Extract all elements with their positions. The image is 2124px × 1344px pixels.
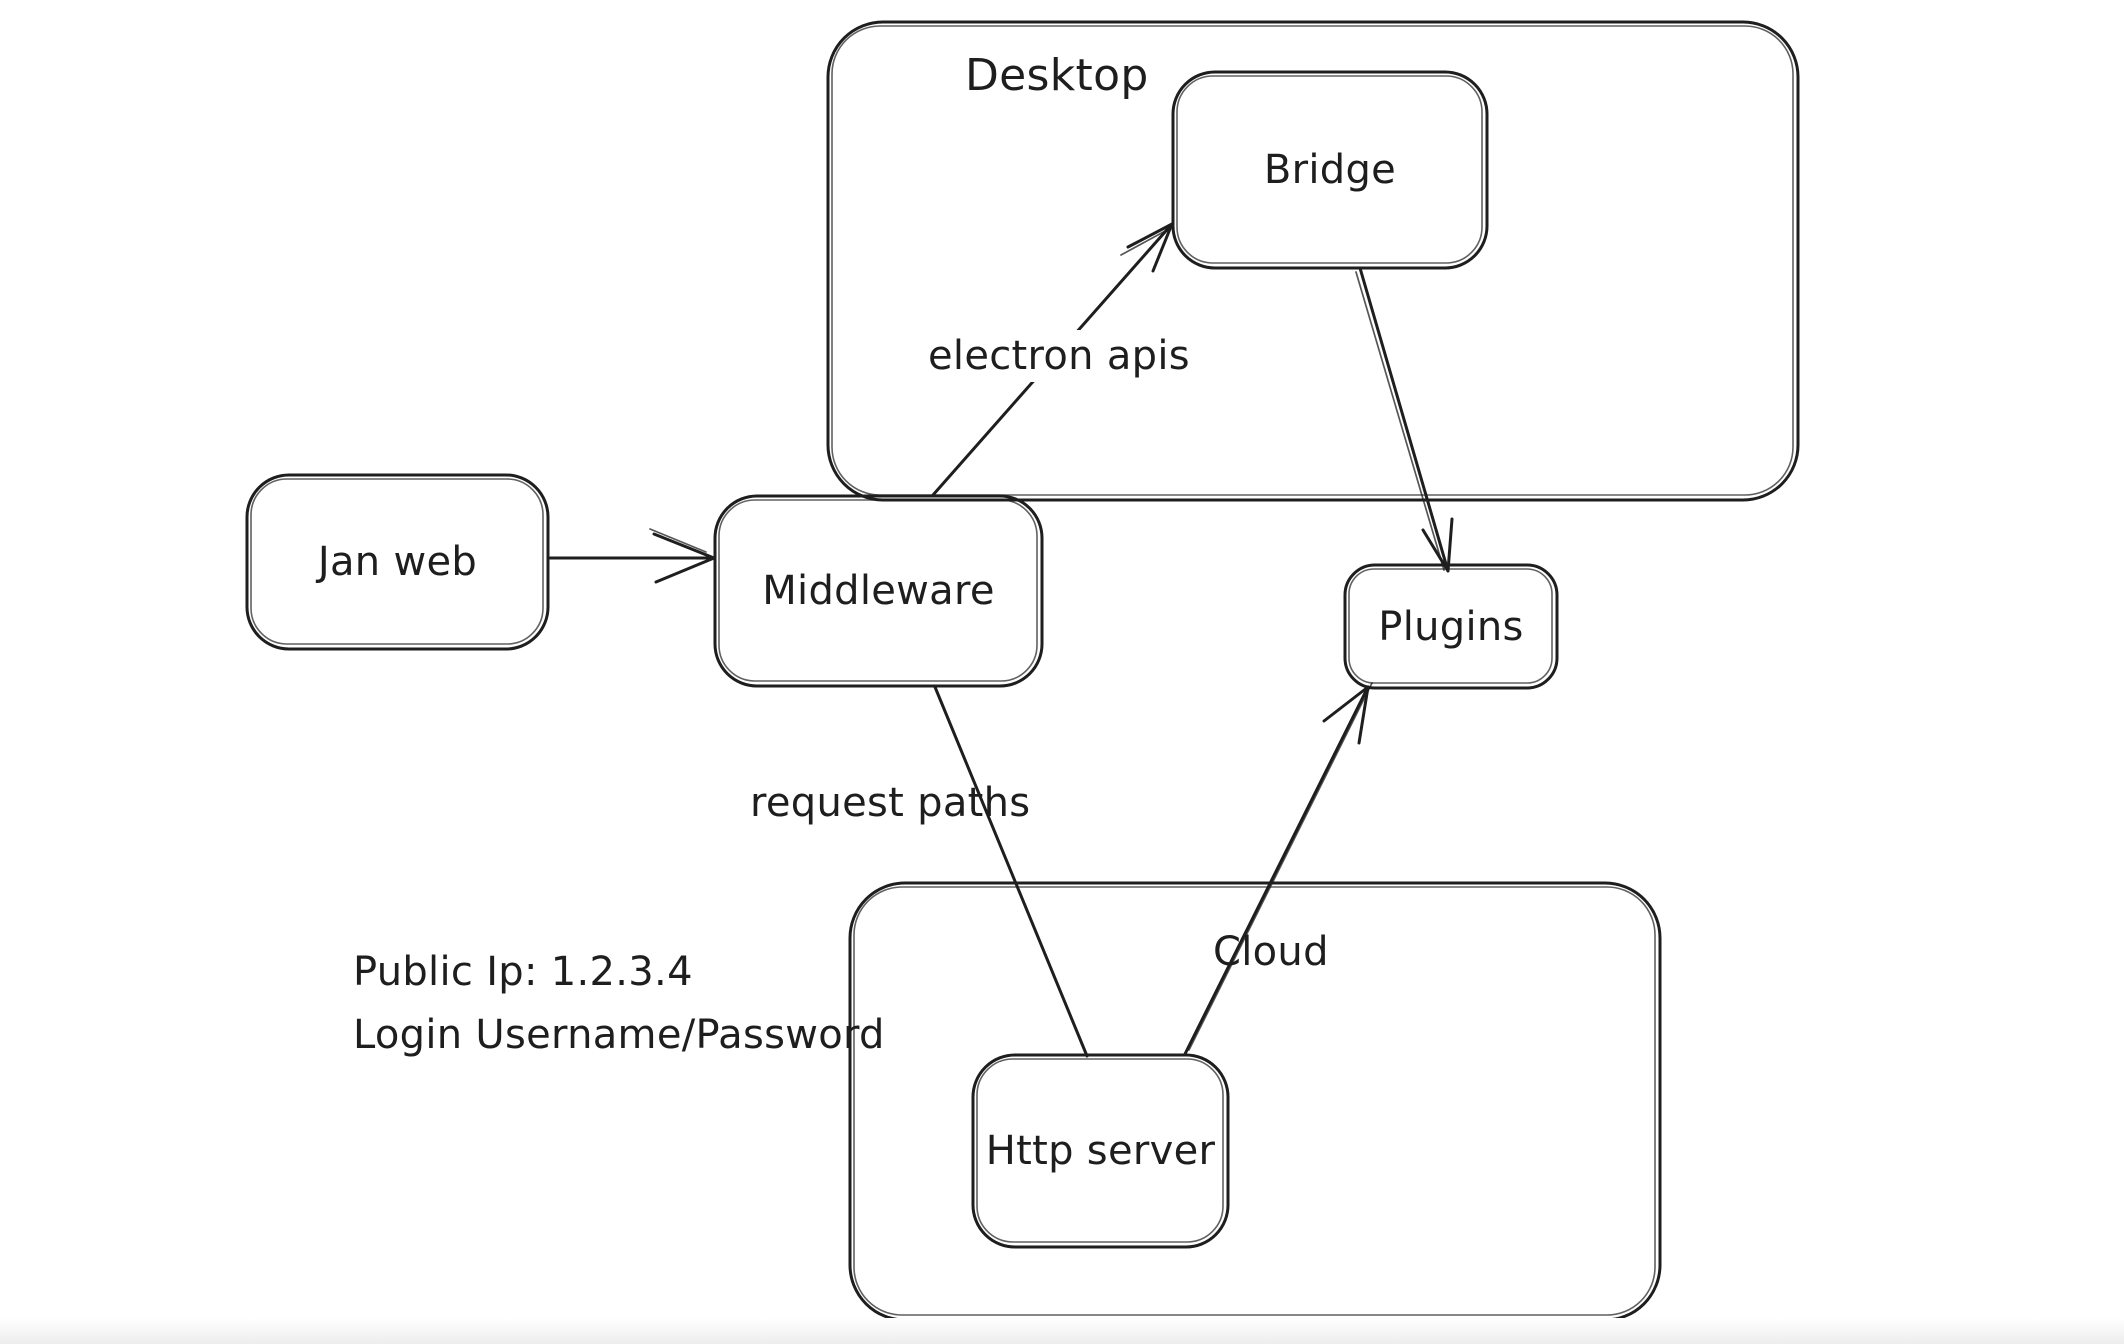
jan-web-node-label: Jan web	[317, 539, 478, 585]
plugins-node-shape	[1343, 563, 1559, 690]
jan-web-node-shape	[245, 473, 550, 651]
electron-apis-edge-label: electron apis	[918, 330, 1200, 382]
edge-middleware-to-bridge-sketch	[1120, 229, 1168, 256]
cloud-container-label: Cloud	[1213, 929, 1329, 975]
middleware-node-label: Middleware	[762, 568, 995, 614]
http-server-node-outline	[971, 1053, 1230, 1249]
bridge-node-outline-sketch	[1176, 75, 1483, 264]
bottom-fade	[0, 1318, 2124, 1344]
bridge-node-shape	[1171, 70, 1489, 270]
plugins-node-outline	[1343, 563, 1559, 690]
request-paths-edge-label: request paths	[750, 780, 1031, 826]
middleware-node-outline	[713, 494, 1044, 688]
http-server-node-label: Http server	[985, 1128, 1216, 1174]
cloud-container-outline-sketch	[853, 886, 1656, 1316]
plugins-node-label: Plugins	[1378, 603, 1524, 650]
edge-middleware-to-http-server	[933, 685, 1089, 1058]
middleware-node-outline-sketch	[718, 499, 1038, 682]
edge-jan-web-to-middleware	[546, 528, 716, 584]
http-server-node-outline-sketch	[976, 1058, 1224, 1243]
desktop-container-outline	[826, 20, 1800, 502]
login-annotation: Login Username/Password	[353, 1012, 885, 1058]
edge-bridge-to-plugins-sketch	[1355, 271, 1445, 571]
public-ip-annotation: Public Ip: 1.2.3.4	[353, 949, 693, 995]
http-server-node-shape	[971, 1053, 1230, 1249]
bridge-node-label: Bridge	[1263, 147, 1397, 193]
bridge-node-outline	[1171, 70, 1489, 270]
edge-middleware-to-http-server-line	[933, 685, 1089, 1058]
plugins-node-outline-sketch	[1348, 568, 1553, 684]
jan-web-node-outline	[245, 473, 550, 651]
edge-bridge-to-plugins	[1355, 266, 1454, 573]
edge-http-server-to-plugins-sketch	[1188, 682, 1373, 1051]
edge-http-server-to-plugins	[1183, 682, 1373, 1056]
desktop-container-shape	[826, 20, 1800, 502]
edge-bridge-to-plugins-line	[1358, 266, 1454, 573]
edge-jan-web-to-middleware-line	[546, 532, 716, 584]
jan-web-node-outline-sketch	[250, 478, 544, 645]
desktop-container-label: Desktop	[965, 50, 1149, 101]
middleware-node-shape	[713, 494, 1044, 688]
edge-jan-web-to-middleware-sketch	[649, 528, 707, 553]
edge-http-server-to-plugins-line	[1183, 685, 1370, 1056]
desktop-container-outline-sketch	[831, 25, 1794, 496]
